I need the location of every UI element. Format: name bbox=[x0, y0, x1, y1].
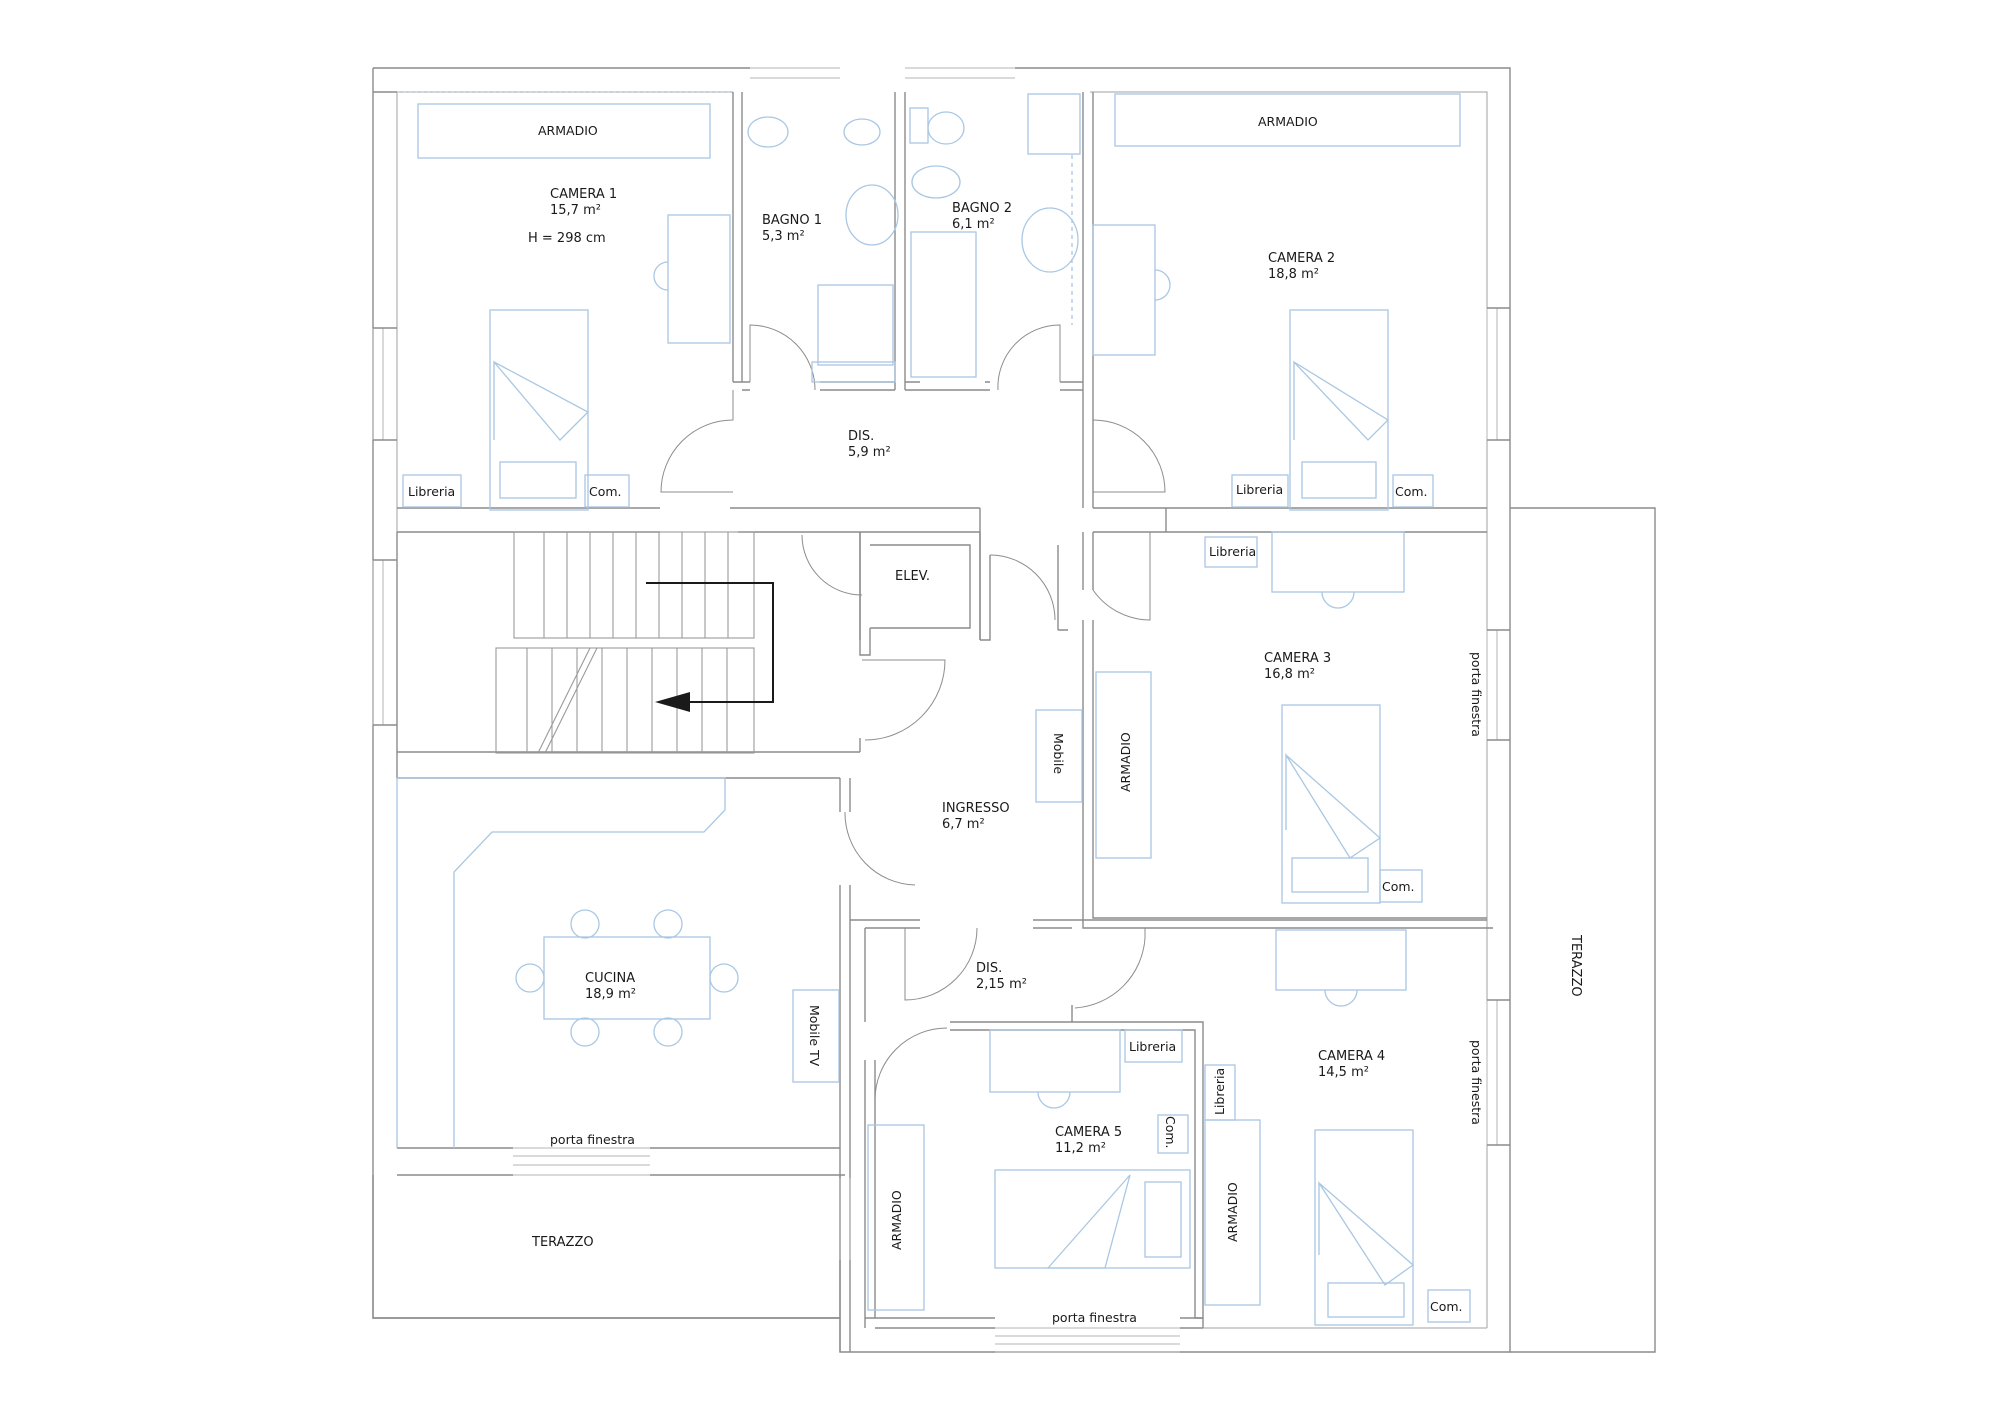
room-bagno-1: BAGNO 1 5,3 m² bbox=[762, 213, 822, 244]
room-camera-1: CAMERA 1 15,7 m² H = 298 cm bbox=[528, 187, 617, 246]
com-label: Com. bbox=[1163, 1116, 1178, 1149]
room-cucina: CUCINA 18,9 m² bbox=[585, 971, 636, 1002]
walls bbox=[372, 67, 1656, 1353]
room-name: CUCINA bbox=[585, 971, 635, 986]
mobile-label: Mobile bbox=[1051, 733, 1066, 774]
room-ingresso: INGRESSO 6,7 m² bbox=[942, 801, 1010, 832]
com-label: Com. bbox=[1382, 879, 1415, 894]
room-name: INGRESSO bbox=[942, 801, 1010, 816]
room-name: CAMERA 1 bbox=[550, 187, 617, 202]
furniture-labels: ARMADIO ARMADIO ARMADIO ARMADIO ARMADIO … bbox=[408, 114, 1484, 1325]
armadio-label: ARMADIO bbox=[889, 1190, 904, 1250]
com-label: Com. bbox=[589, 484, 622, 499]
room-area: 5,3 m² bbox=[762, 229, 805, 244]
terrazzo-right: TERAZZO bbox=[1568, 934, 1583, 997]
room-name: TERAZZO bbox=[531, 1235, 594, 1250]
com-label: Com. bbox=[1430, 1299, 1463, 1314]
room-dis-lower: DIS. 2,15 m² bbox=[976, 961, 1027, 992]
doors bbox=[660, 324, 1166, 1101]
room-name: CAMERA 3 bbox=[1264, 651, 1331, 666]
room-area: 11,2 m² bbox=[1055, 1141, 1106, 1156]
room-name: CAMERA 4 bbox=[1318, 1049, 1385, 1064]
porta-finestra-label: porta finestra bbox=[1052, 1310, 1137, 1325]
room-area: 6,1 m² bbox=[952, 217, 995, 232]
room-height: H = 298 cm bbox=[528, 231, 606, 246]
room-area: 14,5 m² bbox=[1318, 1065, 1369, 1080]
room-area: 16,8 m² bbox=[1264, 667, 1315, 682]
armadio-label: ARMADIO bbox=[1225, 1182, 1240, 1242]
mobile-tv-label: Mobile TV bbox=[807, 1005, 822, 1067]
room-camera-3: CAMERA 3 16,8 m² bbox=[1264, 651, 1331, 682]
room-area: 5,9 m² bbox=[848, 445, 891, 460]
room-name: BAGNO 1 bbox=[762, 213, 822, 228]
room-name: CAMERA 2 bbox=[1268, 251, 1335, 266]
armadio-label: ARMADIO bbox=[1258, 114, 1318, 129]
libreria-label: Libreria bbox=[1236, 482, 1283, 497]
room-name: DIS. bbox=[848, 429, 874, 444]
armadio-label: ARMADIO bbox=[1118, 732, 1133, 792]
room-camera-5: CAMERA 5 11,2 m² bbox=[1055, 1125, 1122, 1156]
room-area: 18,9 m² bbox=[585, 987, 636, 1002]
room-area: 18,8 m² bbox=[1268, 267, 1319, 282]
libreria-label: Libreria bbox=[1212, 1068, 1227, 1115]
room-area: 6,7 m² bbox=[942, 817, 985, 832]
room-area: 15,7 m² bbox=[550, 203, 601, 218]
terrazzo-left: TERAZZO bbox=[531, 1235, 594, 1250]
room-dis-upper: DIS. 5,9 m² bbox=[848, 429, 891, 460]
porta-finestra-label: porta finestra bbox=[1469, 652, 1484, 737]
arrowhead-icon bbox=[655, 692, 690, 712]
room-bagno-2: BAGNO 2 6,1 m² bbox=[952, 201, 1012, 232]
porta-finestra-label: porta finestra bbox=[550, 1132, 635, 1147]
room-name: BAGNO 2 bbox=[952, 201, 1012, 216]
com-label: Com. bbox=[1395, 484, 1428, 499]
libreria-label: Libreria bbox=[1209, 544, 1256, 559]
porta-finestra-label: porta finestra bbox=[1469, 1040, 1484, 1125]
room-name: TERAZZO bbox=[1568, 934, 1583, 997]
room-camera-2: CAMERA 2 18,8 m² bbox=[1268, 251, 1335, 282]
room-elevator: ELEV. bbox=[895, 569, 930, 584]
room-name: ELEV. bbox=[895, 569, 930, 584]
room-name: DIS. bbox=[976, 961, 1002, 976]
room-area: 2,15 m² bbox=[976, 977, 1027, 992]
furniture bbox=[396, 91, 1471, 1326]
room-camera-4: CAMERA 4 14,5 m² bbox=[1318, 1049, 1385, 1080]
stair-direction-arrow bbox=[646, 582, 774, 703]
armadio-label: ARMADIO bbox=[538, 123, 598, 138]
room-name: CAMERA 5 bbox=[1055, 1125, 1122, 1140]
libreria-label: Libreria bbox=[408, 484, 455, 499]
libreria-label: Libreria bbox=[1129, 1039, 1176, 1054]
staircase bbox=[495, 531, 774, 754]
